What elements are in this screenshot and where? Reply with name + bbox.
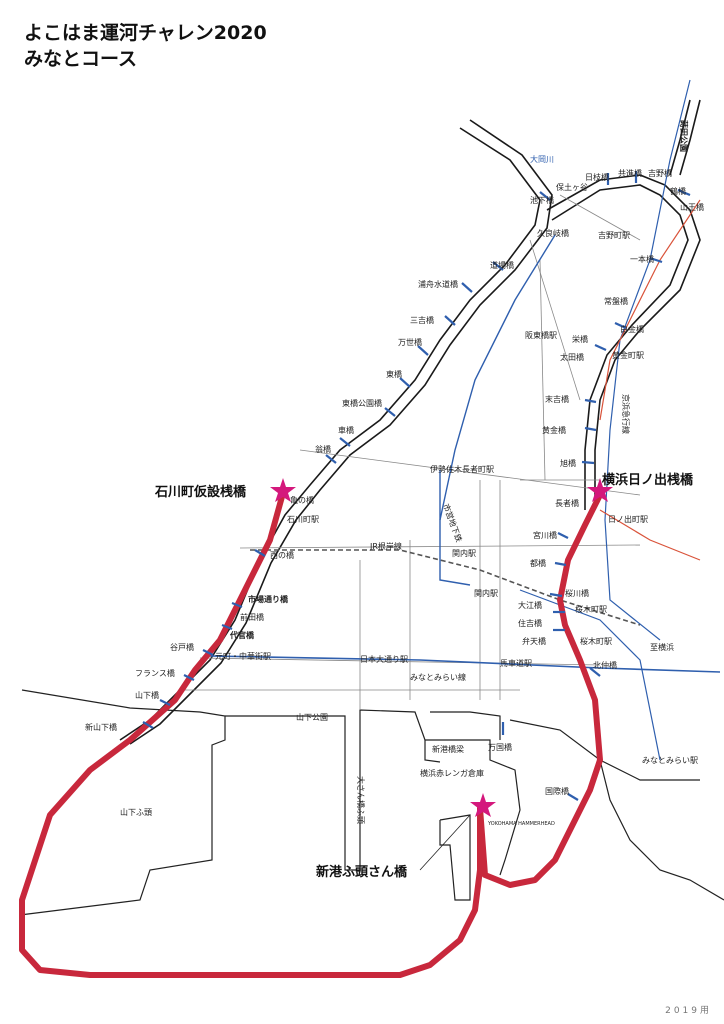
star-icon-ishikawa: [270, 478, 296, 502]
label-keikyu: 京浜急行線: [621, 394, 631, 434]
label-bashamichi-st: 馬車道駅: [500, 658, 532, 668]
label-daikan: 代官橋: [229, 630, 255, 640]
label-nishi: 西の橋: [270, 550, 294, 560]
label-ohta: 太田橋: [560, 352, 584, 362]
label-hikita: 蒔田公園: [679, 120, 689, 152]
label-yatozaka: 谷戸橋: [170, 642, 194, 652]
label-manse: 万世橋: [398, 337, 422, 347]
label-sakuragawa: 桜川橋: [565, 588, 589, 598]
label-michiba: 道場橋: [490, 260, 514, 270]
label-shiten: 至横浜: [650, 642, 674, 652]
label-higashi: 東橋: [386, 369, 402, 379]
label-minatomirai-st: みなとみらい駅: [642, 756, 698, 765]
label-sannou: 山王橋: [680, 202, 704, 212]
coastline: [19, 689, 724, 916]
place-labels: 大岡川 蒔田公園 日枝橋 共進橋 吉野橋 鶴橋 保土ヶ谷 池下橋 久良岐橋 吉野…: [85, 120, 704, 880]
canals: [119, 99, 701, 745]
label-kurasato: 久良岐橋: [537, 228, 569, 238]
map-title: よこはま運河チャレン2020: [24, 22, 267, 44]
label-koganebashi: 黄金橋: [542, 425, 566, 435]
map-subtitle: みなとコース: [24, 48, 138, 70]
label-nihon-odori-st: 日本大通り駅: [360, 654, 408, 664]
label-hinode-st: 日ノ出町駅: [608, 514, 648, 524]
star-icon-hinode: [587, 478, 613, 502]
railways: [209, 79, 721, 761]
label-motomachi-st: 元町・中華街駅: [215, 651, 271, 661]
label-kuruma: 車橋: [338, 425, 354, 435]
label-benten: 弁天橋: [522, 636, 546, 646]
label-ippon: 一本橋: [630, 254, 654, 264]
label-minatomirai-line: みなとみらい線: [410, 672, 466, 682]
label-yamashita: 山下橋: [135, 690, 159, 700]
label-maeda: 前田橋: [240, 612, 264, 622]
label-jr: JR根岸線: [369, 541, 402, 551]
leader-line: [419, 814, 471, 871]
label-suehiro: 末吉橋: [545, 394, 569, 404]
label-okina: 翁橋: [315, 444, 331, 454]
label-bando: 阪東橋駅: [525, 330, 557, 340]
start-markers: [270, 478, 613, 817]
label-sakuragicho-st: 桜木町駅: [575, 604, 607, 614]
label-isezaki-st: 伊勢佐木長者町駅: [430, 464, 494, 474]
label-ooka: 大岡川: [530, 154, 554, 164]
label-hinode-kari: 横浜日ノ出桟橋: [602, 472, 694, 488]
label-subway: 市営地下鉄: [441, 502, 464, 543]
label-ikeshita: 池下橋: [530, 195, 554, 205]
label-ishikawa-kari: 石川町仮設桟橋: [154, 484, 247, 500]
label-sumiyoshi: 住吉橋: [518, 618, 542, 628]
footer-note: 2019用: [665, 1006, 712, 1016]
label-hieda: 日枝橋: [585, 172, 609, 182]
label-shirokane: 白金橋: [620, 324, 644, 334]
bridge-markers: [142, 171, 691, 801]
label-yamashita-koen: 山下公園: [296, 712, 328, 722]
label-kitanaka: 北仲橋: [593, 660, 617, 670]
label-osanbashi: 大さん橋ふ頭: [356, 776, 366, 824]
label-shinyamashita: 新山下橋: [85, 722, 117, 732]
label-kogane-st: 黄金町駅: [612, 350, 644, 360]
label-higashi-koen: 東橋公園橋: [342, 398, 382, 408]
label-bankoku: 万国橋: [488, 742, 512, 752]
course-route: [19, 490, 603, 978]
label-shinko-kyoryo: 新港橋梁: [432, 744, 464, 754]
label-france: フランス橋: [135, 668, 175, 678]
label-ishikawa-st: 石川町駅: [287, 515, 319, 524]
label-tokiwa: 常盤橋: [604, 296, 628, 306]
label-kame: 亀の橋: [290, 495, 314, 505]
label-sankyo: 三吉橋: [410, 315, 434, 325]
label-eiraku: 栄橋: [572, 334, 588, 344]
label-miyako: 都橋: [530, 558, 546, 568]
label-miyakawa: 宮川橋: [533, 530, 557, 540]
label-ura-funasuido: 浦舟水道橋: [418, 279, 458, 289]
label-kyoshin: 共進橋: [618, 168, 642, 178]
label-kannai-2: 関内駅: [474, 588, 498, 598]
label-hodogaya: 保土ヶ谷: [556, 182, 588, 192]
label-kannai: 関内駅: [452, 548, 476, 558]
label-akarenga: 横浜赤レンガ倉庫: [420, 768, 484, 778]
label-ooe: 大江橋: [518, 600, 542, 610]
label-asahi: 旭橋: [560, 458, 576, 468]
label-choja: 長者橋: [555, 498, 579, 508]
label-sakuragicho-st-2: 桜木町駅: [580, 636, 612, 646]
label-shinko-sanbashi: 新港ふ頭さん橋: [316, 864, 408, 880]
label-kokusai: 国際橋: [545, 786, 569, 796]
label-yamashita-futo: 山下ふ頭: [120, 807, 152, 817]
label-yoshinocho: 吉野町駅: [598, 231, 630, 240]
label-hammerhead: YOKOHAMA HAMMERHEAD: [487, 821, 555, 827]
label-shijo: 市場通り橋: [248, 594, 289, 604]
star-icon-shinko: [470, 793, 496, 817]
label-tsurumai: 鶴橋: [670, 186, 686, 196]
label-yoshino: 吉野橋: [648, 168, 672, 178]
